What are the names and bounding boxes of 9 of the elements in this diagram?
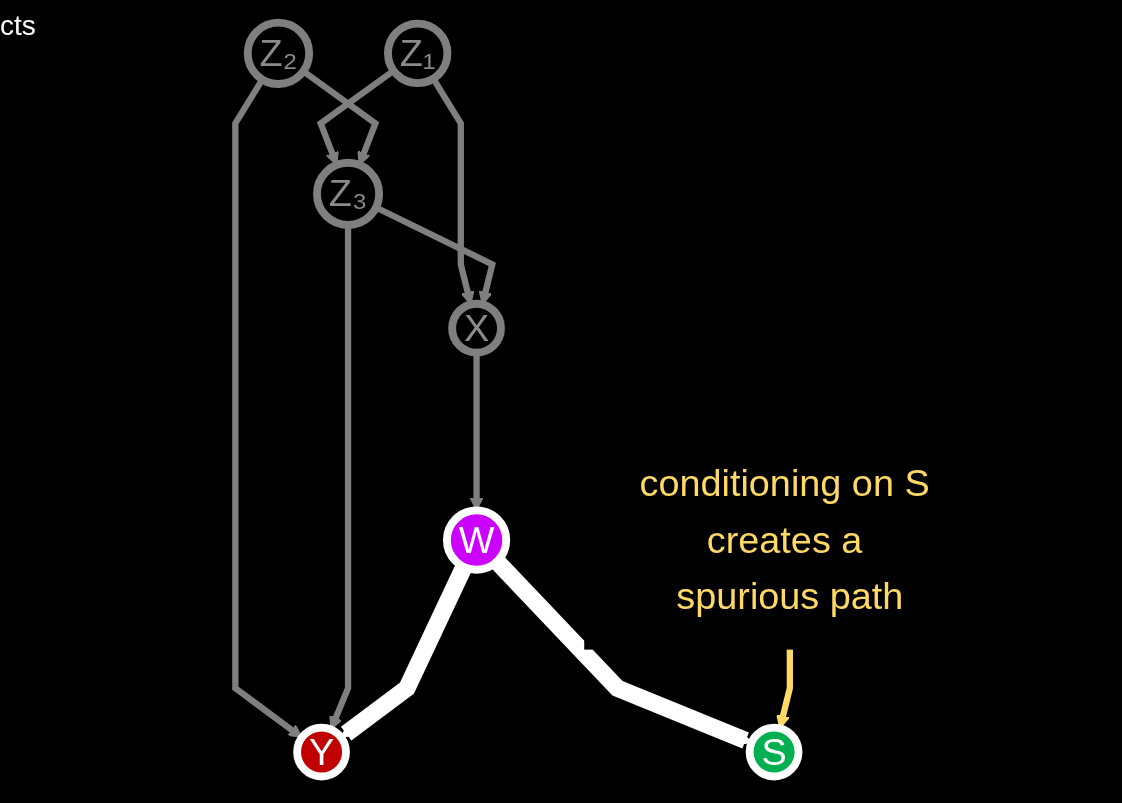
node-circle: S <box>745 723 803 781</box>
node-circle: Y <box>293 723 350 781</box>
node-circle: X <box>448 299 505 357</box>
node-text: conditioning on S creates a spurious path <box>639 461 930 618</box>
node-circle: Z₃ <box>313 158 384 229</box>
node-circle: W <box>442 506 511 574</box>
heading-fragment: cts <box>0 10 36 42</box>
node-circle: Z₂ <box>243 18 314 88</box>
node-circle: Z₁ <box>384 19 452 87</box>
